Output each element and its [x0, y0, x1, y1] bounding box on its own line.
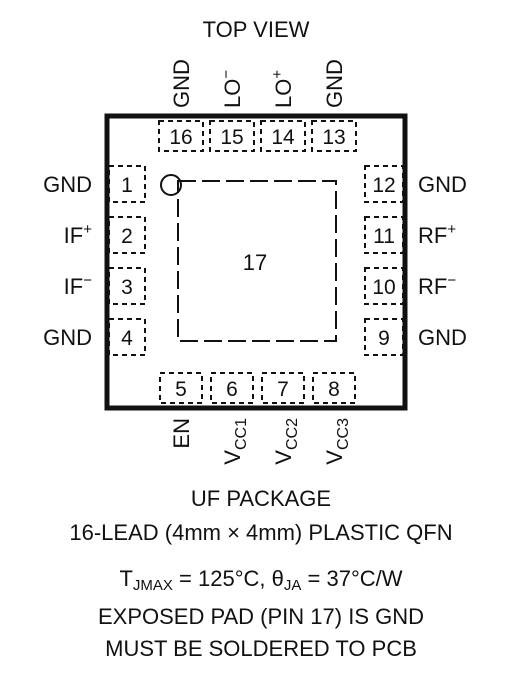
pin-name-12: GND [418, 172, 467, 197]
exposed-pad-outline [177, 180, 337, 342]
pin-name-6: VCC1 [220, 418, 250, 465]
pin-name-10: RF− [418, 272, 456, 299]
pin-name-text: RF [418, 223, 447, 248]
pin-pad-2 [108, 216, 146, 254]
pin-name-4: GND [43, 325, 92, 350]
pin-pad-15 [209, 120, 255, 152]
theta-value: = 37°C/W [301, 566, 403, 591]
pin-number-4: 4 [121, 327, 133, 350]
pin-name-text: IF [64, 223, 84, 248]
theta-symbol: θ [271, 566, 284, 591]
pin-name-text: EN [169, 418, 194, 449]
pin-pad-14 [260, 120, 306, 152]
pin-number-8: 8 [328, 378, 340, 401]
pin-pad-7 [261, 372, 305, 404]
pin-name-text: V [271, 450, 296, 465]
pin-number-3: 3 [121, 276, 133, 299]
pin-number-15: 15 [220, 126, 243, 149]
pin-name-text: RF [418, 274, 447, 299]
pin-name-text: GND [43, 172, 92, 197]
thermal-caption: TJMAX = 125°C, θJA = 37°C/W [0, 566, 522, 594]
pin-name-14: LO+ [269, 70, 296, 108]
pin-name-9: GND [418, 325, 467, 350]
pin-name-superscript: + [447, 221, 456, 238]
pin-name-text: GND [418, 172, 467, 197]
pin-name-superscript: − [447, 272, 456, 289]
pin-number-14: 14 [271, 126, 295, 149]
pin-pad-5 [159, 372, 203, 404]
pin-pad-13 [311, 120, 357, 152]
lead-caption: 16-LEAD (4mm × 4mm) PLASTIC QFN [69, 520, 453, 545]
package-caption: UF PACKAGE [190, 486, 332, 511]
pin-pad-1 [108, 165, 146, 203]
pin-name-text: GND [169, 59, 194, 108]
pin-number-7: 7 [277, 378, 289, 401]
pin-name-subscript: CC1 [233, 418, 250, 450]
pin-pad-10 [364, 267, 404, 305]
pin-pad-3 [108, 267, 146, 305]
pin-pad-9 [364, 318, 404, 356]
pin-name-7: VCC2 [271, 418, 301, 465]
pin-name-16: GND [169, 59, 194, 108]
exposed-pad-label: 17 [243, 250, 267, 275]
pin-name-13: GND [322, 59, 347, 108]
pin-name-superscript: + [83, 221, 92, 238]
pin-name-text: V [220, 450, 245, 465]
pin-name-15: LO− [218, 70, 245, 108]
pin-pad-6 [210, 372, 254, 404]
pin-name-text: LO [271, 79, 296, 108]
pin-number-13: 13 [322, 126, 345, 149]
tjmax-value: = 125°C, [172, 566, 272, 591]
pin-name-superscript: − [218, 70, 235, 79]
pin-pad-11 [364, 216, 404, 254]
solder-note: MUST BE SOLDERED TO PCB [105, 636, 417, 661]
tjmax-subscript: JMAX [132, 577, 173, 594]
top-view-title: TOP VIEW [203, 17, 310, 42]
pin-name-text: GND [418, 325, 467, 350]
pin-name-text: IF [64, 274, 84, 299]
pin-number-12: 12 [372, 174, 395, 197]
pin-pad-8 [312, 372, 356, 404]
pin-name-text: GND [322, 59, 347, 108]
pin-number-9: 9 [378, 327, 390, 350]
pin1-marker [160, 174, 182, 196]
pin-name-5: EN [169, 418, 194, 449]
pin-name-subscript: CC2 [284, 418, 301, 450]
theta-subscript: JA [283, 577, 302, 594]
pin-name-8: VCC3 [322, 418, 352, 465]
pin-name-text: LO [220, 79, 245, 108]
pin-name-text: V [322, 450, 347, 465]
pin-number-1: 1 [121, 174, 133, 197]
pin-name-superscript: − [83, 272, 92, 289]
exposed-pad-note: EXPOSED PAD (PIN 17) IS GND [97, 604, 424, 629]
pin-name-3: IF− [64, 272, 93, 299]
pin-number-10: 10 [372, 276, 395, 299]
tjmax-symbol: T [119, 566, 133, 591]
pin-number-5: 5 [175, 378, 187, 401]
pin-number-11: 11 [373, 225, 395, 248]
pin-number-6: 6 [226, 378, 238, 401]
pin-name-2: IF+ [64, 221, 93, 248]
pin-pad-4 [108, 318, 146, 356]
pin-name-subscript: CC3 [335, 418, 352, 450]
package-outline [104, 113, 408, 411]
pin-number-2: 2 [121, 225, 133, 248]
pin-number-16: 16 [169, 126, 192, 149]
pin-name-1: GND [43, 172, 92, 197]
pin-name-11: RF+ [418, 221, 456, 248]
pin-name-superscript: + [269, 70, 286, 79]
pin-name-text: GND [43, 325, 92, 350]
pin-pad-12 [364, 165, 404, 203]
pin-pad-16 [158, 120, 204, 152]
